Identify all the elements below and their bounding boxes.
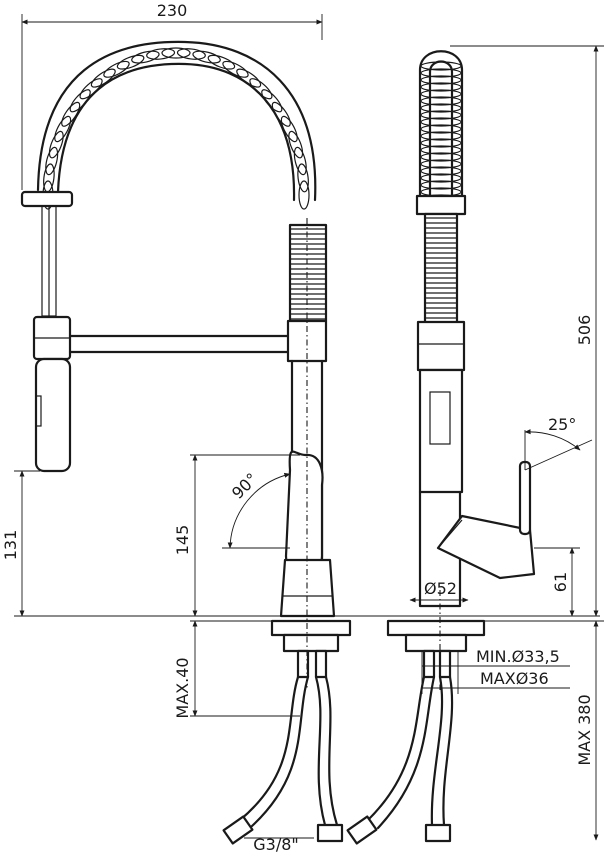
- dim-145: 145: [173, 454, 300, 617]
- width-label: 230: [157, 1, 188, 20]
- coil-loop: [420, 96, 462, 106]
- dim-angle-90: 90°: [222, 469, 291, 549]
- side-sleeve: [386, 194, 536, 679]
- hose-length-label: MAX 380: [575, 694, 594, 765]
- coil-loop: [420, 82, 462, 92]
- rotation-angle-label: 90°: [228, 469, 261, 502]
- coil-loop: [420, 68, 462, 78]
- dim-131: 131: [1, 470, 40, 617]
- coil-loop: [420, 152, 462, 162]
- coil-loop: [288, 130, 304, 159]
- coil-loop: [79, 78, 103, 100]
- coil-loop: [420, 173, 462, 183]
- thread-label: G3/8": [253, 835, 299, 854]
- coil-loop: [236, 68, 262, 88]
- side-spring: [418, 50, 464, 208]
- coil-loop: [280, 115, 298, 143]
- dim-hole: MIN.Ø33,5 MAXØ36: [421, 647, 570, 694]
- coil-loop: [420, 75, 462, 85]
- coil-loop: [54, 115, 72, 143]
- spout-height-label: 131: [1, 530, 20, 561]
- hole-max-label: MAXØ36: [480, 669, 549, 688]
- coil-loop: [116, 54, 145, 70]
- coil-loop: [420, 145, 462, 155]
- front-hoses: [222, 675, 344, 845]
- front-body: [270, 319, 352, 679]
- coil-loop: [161, 47, 191, 59]
- tilt-angle-label: 25°: [548, 415, 576, 434]
- dim-thread: G3/8": [244, 835, 314, 854]
- body-diameter-label: Ø52: [424, 579, 457, 598]
- coil-loop: [420, 61, 462, 71]
- coil-loop: [249, 78, 273, 100]
- coil-loop: [420, 131, 462, 141]
- coil-loop: [207, 54, 236, 70]
- coil-loop: [298, 180, 310, 210]
- hole-min-label: MIN.Ø33,5: [476, 647, 560, 666]
- dim-angle-25: 25°: [524, 415, 593, 471]
- coil-loop: [90, 68, 116, 88]
- coil-loop: [420, 117, 462, 127]
- dim-max-40: MAX.40: [173, 620, 300, 719]
- front-spray-holder: [20, 190, 74, 473]
- dim-506: 506: [450, 45, 604, 617]
- coil-loop: [420, 89, 462, 99]
- coil-loop: [45, 146, 59, 176]
- deck-thickness-label: MAX.40: [173, 657, 192, 718]
- dim-diameter-52: Ø52: [409, 579, 469, 603]
- coil-loop: [293, 146, 307, 176]
- coil-loop: [420, 159, 462, 169]
- side-view: 506 61 25° Ø52 MIN.Ø33,5 MAXØ36: [346, 45, 604, 845]
- coil-loop: [420, 166, 462, 176]
- front-connecting-rod: [68, 334, 292, 354]
- coil-loop: [146, 48, 176, 60]
- dim-width-230: 230: [21, 1, 323, 190]
- coil-loop: [176, 48, 206, 60]
- coil-loop: [222, 60, 249, 78]
- coil-loop: [192, 50, 221, 64]
- coil-loop: [420, 180, 462, 190]
- coil-loop: [69, 89, 91, 113]
- coil-loop: [297, 163, 309, 193]
- coil-loop: [48, 130, 64, 159]
- coil-loop: [420, 103, 462, 113]
- coil-loop: [131, 50, 160, 64]
- coil-loop: [61, 101, 81, 127]
- dim-max-380: MAX 380: [484, 620, 604, 841]
- coil-loop: [103, 60, 130, 78]
- coil-loop: [420, 110, 462, 120]
- front-spring: [36, 40, 317, 210]
- coil-loop: [420, 124, 462, 134]
- side-hoses: [346, 675, 454, 845]
- lever-offset-label: 61: [551, 572, 570, 592]
- coil-loop: [43, 163, 55, 193]
- coil-loop: [271, 101, 291, 127]
- front-ribbed-sleeve: [288, 223, 328, 323]
- dim-61: 61: [534, 547, 580, 617]
- coil-loop: [261, 89, 283, 113]
- lever-height-label: 145: [173, 525, 192, 556]
- total-height-label: 506: [575, 315, 594, 346]
- coil-loop: [420, 138, 462, 148]
